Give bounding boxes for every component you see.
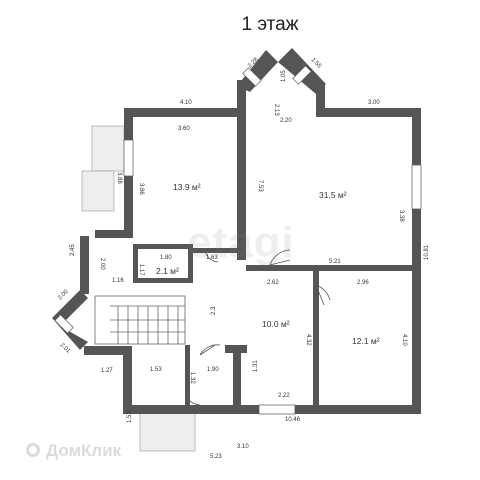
- dim-label: 1.53: [127, 411, 133, 423]
- floor-title: 1 этаж: [241, 14, 299, 35]
- windows: [54, 65, 422, 415]
- dim-label: 2.13: [273, 104, 279, 116]
- dim-label: 4.32: [305, 334, 311, 346]
- dim-label: 1.17: [138, 264, 144, 276]
- watermark: etagi: [187, 218, 295, 267]
- dim-label: 2.22: [278, 393, 290, 399]
- dim-label: 7.53: [257, 180, 263, 192]
- dim-label: 1.32: [189, 372, 195, 384]
- dim-label: 1.27: [101, 368, 113, 374]
- dim-label: 2.20: [280, 118, 292, 124]
- dim-label: 3.86: [138, 183, 144, 195]
- dim-label: 1.53: [150, 367, 162, 373]
- balcony-upper-left: [91, 125, 125, 172]
- brand-logo-icon: [26, 443, 40, 457]
- dim-label: 2.3: [211, 306, 217, 315]
- dim-label: 1.80: [160, 255, 172, 261]
- dim-label: 10.81: [424, 244, 430, 260]
- dim-label: 2.00: [57, 288, 70, 301]
- dim-label: 4.10: [180, 100, 192, 106]
- brand-label: ДомКлик: [46, 441, 122, 460]
- dim-label: 1.90: [207, 367, 219, 373]
- balcony-left: [81, 170, 115, 212]
- area-room-3: 2.1 м²: [156, 266, 179, 276]
- area-room-1: 13.9 м²: [173, 182, 201, 192]
- dim-label: 5.23: [210, 454, 222, 460]
- dim-label: 1.16: [112, 278, 124, 284]
- dim-label: 3.00: [368, 100, 380, 106]
- dim-label: 2.01: [59, 342, 72, 355]
- dim-label: 3.88: [116, 172, 122, 184]
- dim-label: 3.38: [398, 210, 404, 222]
- area-room-4: 10.0 м²: [262, 319, 290, 329]
- dim-label: 2.00: [99, 258, 105, 270]
- dim-label: 3.10: [237, 444, 249, 450]
- area-room-2: 31.5 м²: [319, 190, 347, 200]
- area-labels: 13.9 м² 31.5 м² 2.1 м² 10.0 м² 12.1 м²: [156, 182, 380, 346]
- dim-label: 2.45: [70, 244, 76, 256]
- dim-label: 2.96: [357, 280, 369, 286]
- dim-label: 1.05: [281, 70, 287, 82]
- dim-label: 5.21: [329, 259, 341, 265]
- dim-label: 1.31: [253, 360, 259, 372]
- terrace-bottom: [139, 412, 196, 452]
- staircase: [94, 295, 186, 345]
- doors: [184, 249, 331, 406]
- dimension-labels: 4.10 3.60 3.86 3.88 2.45 2.00 1.16 1.80 …: [57, 56, 430, 460]
- dim-label: 2.62: [267, 280, 279, 286]
- area-room-5: 12.1 м²: [352, 336, 380, 346]
- dim-label: 3.60: [178, 126, 190, 132]
- dim-label: 4.10: [401, 334, 407, 346]
- dim-label: 10.46: [285, 417, 301, 423]
- dim-label: 1.55: [310, 57, 323, 70]
- dim-label: 1.63: [206, 255, 218, 261]
